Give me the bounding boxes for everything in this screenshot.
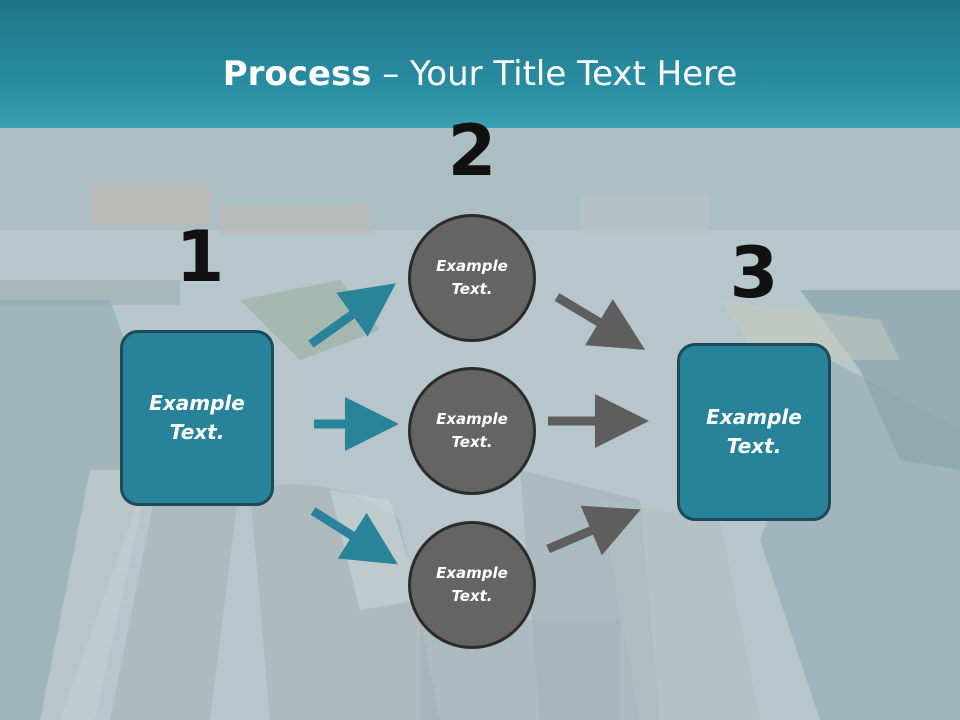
circle-top-line2: Text.	[451, 280, 493, 298]
circle-bottom-line2: Text.	[451, 587, 493, 605]
arrow-left-to-top	[308, 283, 396, 348]
right-box-line1: Example	[706, 405, 802, 429]
circle-middle-line2: Text.	[451, 433, 493, 451]
left-box-line1: Example	[149, 391, 245, 415]
slide-title: Process – Your Title Text Here	[0, 52, 960, 96]
step-number-3: 3	[729, 232, 779, 314]
circle-middle-line1: Example	[436, 410, 508, 428]
header-band	[0, 0, 960, 128]
left-box-line2: Text.	[169, 420, 225, 444]
title-bold: Process	[222, 54, 372, 94]
circle-bottom-line1: Example	[436, 564, 508, 582]
step-number-2: 2	[447, 110, 497, 192]
circle-top-line1: Example	[436, 257, 508, 275]
arrow-bottom-to-right	[546, 505, 641, 556]
arrow-top-to-right	[554, 293, 646, 350]
step-number-1: 1	[175, 216, 225, 298]
title-rest: – Your Title Text Here	[371, 54, 738, 94]
right-box-line2: Text.	[726, 434, 782, 458]
arrow-left-to-bottom	[310, 507, 398, 565]
